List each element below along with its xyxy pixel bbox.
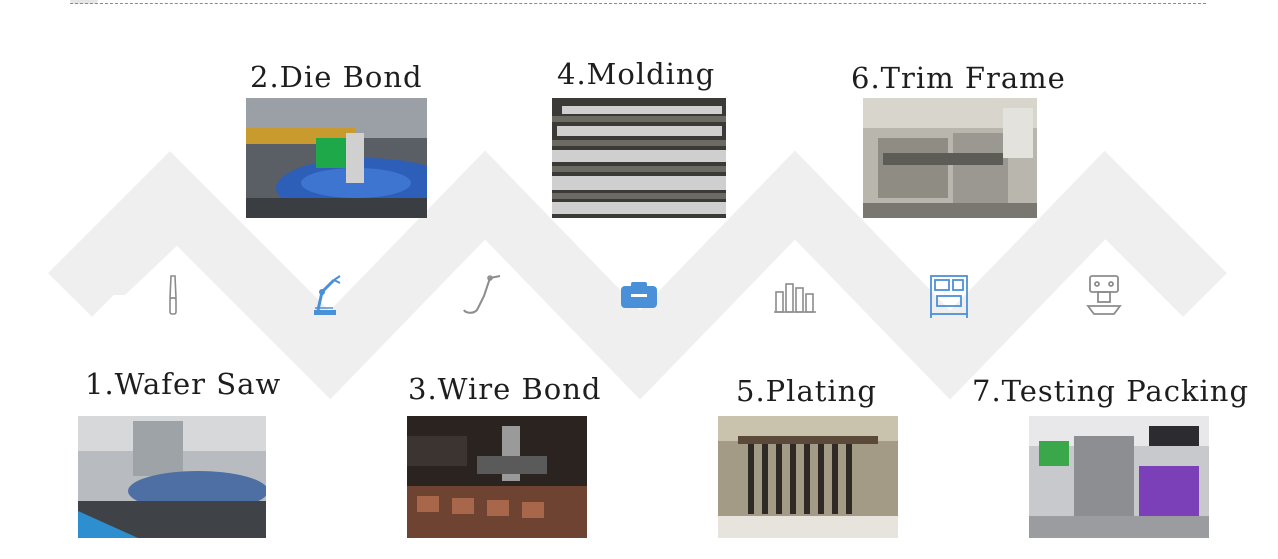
molding-photo: [552, 98, 726, 218]
mold-box-icon: [621, 282, 657, 308]
step-label: 4.Molding: [557, 57, 716, 91]
step-label: 1.Wafer Saw: [85, 367, 282, 401]
testing-packing-photo: [1029, 416, 1209, 538]
trim-frame-photo: [863, 98, 1037, 218]
wire-bonder-icon: [463, 275, 501, 314]
wire-bond-photo: [407, 416, 587, 538]
robot-arm-icon: [314, 275, 341, 315]
plating-tanks-icon: [774, 283, 816, 313]
top-shade: [70, 0, 98, 4]
die-bond-photo: [246, 98, 427, 218]
trim-machine-icon: [930, 275, 968, 318]
step-label: 7.Testing Packing: [972, 374, 1250, 408]
knife-icon: [169, 275, 177, 315]
wafer-saw-photo: [78, 416, 266, 538]
step-label: 3.Wire Bond: [408, 372, 602, 406]
test-press-icon: [1086, 275, 1122, 315]
plating-photo: [718, 416, 898, 538]
step-label: 2.Die Bond: [250, 60, 423, 94]
top-dashed-divider: [70, 3, 1206, 4]
step-label: 6.Trim Frame: [851, 61, 1066, 95]
step-label: 5.Plating: [736, 374, 877, 408]
